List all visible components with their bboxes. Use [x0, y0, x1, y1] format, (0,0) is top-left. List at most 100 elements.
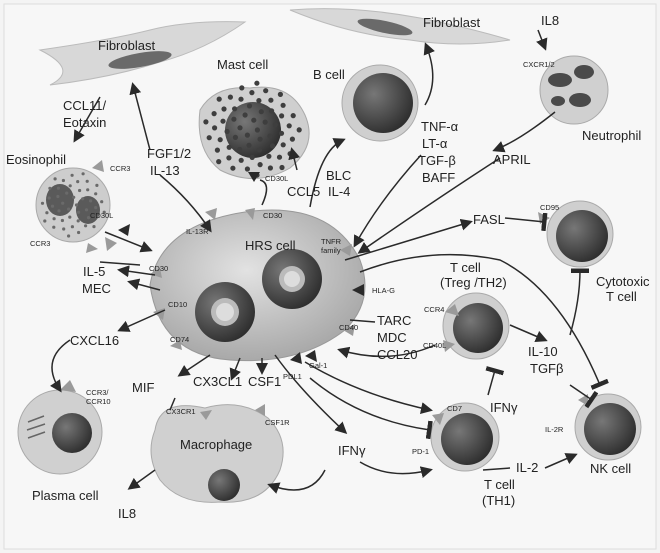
granule-dot — [268, 97, 274, 103]
il13r-label: IL-13R — [186, 227, 209, 236]
granule-dot — [95, 215, 99, 219]
granule-dot — [47, 196, 51, 200]
granule-dot — [280, 102, 286, 108]
hrs-cell-label: HRS cell — [245, 238, 296, 253]
granule-dot — [269, 108, 275, 114]
granule-dot — [276, 154, 283, 160]
cd30l-mast-label: CD30L — [265, 174, 288, 183]
granule-dot — [239, 85, 245, 91]
tnf-label: TNF-α — [421, 119, 459, 134]
t-cell-th1 — [430, 402, 500, 472]
fibroblast-right-cell — [289, 8, 511, 45]
granule-dot — [67, 207, 71, 211]
hrs-cell — [149, 209, 366, 362]
ccr4-label: CCR4 — [424, 305, 444, 314]
receptor-markers — [60, 160, 588, 425]
ccl11-label-1: CCL11/ — [63, 98, 107, 113]
granule-dot — [263, 88, 269, 94]
granule-dot — [296, 127, 302, 133]
fibroblast-right-label: Fibroblast — [423, 15, 480, 30]
granule-dot — [224, 128, 230, 135]
granule-dot — [217, 137, 223, 143]
granule-dot — [232, 106, 238, 112]
granule-dot — [246, 142, 252, 148]
mec-label: MEC — [82, 281, 111, 296]
granule-dot — [277, 91, 283, 97]
granule-dot — [48, 186, 52, 190]
granule-dot — [67, 234, 71, 238]
cd30-left-label: CD30 — [149, 264, 168, 273]
blc-label-2: IL-4 — [328, 184, 350, 199]
cxcl16-label: CXCL16 — [70, 333, 119, 348]
granule-dot — [57, 209, 61, 213]
macrophage-cell — [150, 404, 284, 503]
granule-dot — [278, 130, 285, 136]
nk-cell — [574, 393, 642, 461]
granule-dot — [77, 210, 81, 214]
granule-dot — [52, 225, 56, 229]
pdl1-label: PDL1 — [283, 372, 302, 381]
granule-dot — [74, 203, 79, 207]
plasma-cell — [17, 389, 103, 475]
cx3cl1-label: CX3CL1 — [193, 374, 242, 389]
granule-dot — [238, 96, 244, 102]
t-cell-treg-th2 — [442, 292, 510, 360]
b-cell — [341, 64, 419, 142]
neutrophil-cell — [539, 55, 609, 125]
pd1-label: PD-1 — [412, 447, 429, 456]
granule-dot — [81, 172, 85, 176]
cd30-label: CD30 — [263, 211, 282, 220]
granule-dot — [94, 192, 98, 196]
granule-dot — [206, 135, 212, 141]
baff-label: BAFF — [422, 170, 455, 185]
granule-dot — [280, 142, 286, 148]
granule-dot — [237, 125, 243, 131]
granule-dot — [220, 118, 226, 124]
ccr3-ccr10-label-1: CCR3/ — [86, 388, 109, 397]
granule-dot — [230, 165, 236, 171]
fibroblast-left-cell — [38, 21, 247, 86]
ccr3-ccr10-label-2: CCR10 — [86, 397, 111, 406]
ccl20-label: CCL20 — [377, 347, 417, 362]
granule-dot — [216, 96, 222, 102]
granule-dot — [232, 134, 238, 140]
granule-dot — [89, 199, 93, 203]
cd95-label: CD95 — [540, 203, 559, 212]
granule-dot — [45, 211, 49, 215]
granule-dot — [56, 194, 60, 199]
granule-dot — [211, 111, 217, 117]
nk-cell-label: NK cell — [590, 461, 631, 476]
mast-cell — [198, 86, 310, 179]
il8-top-label: IL8 — [541, 13, 559, 28]
granule-dot — [256, 147, 263, 153]
granule-dot — [86, 216, 91, 220]
granule-dot — [244, 166, 250, 172]
ccr3-bottom-label: CCR3 — [30, 239, 50, 248]
cd10-label: CD10 — [168, 300, 187, 309]
hla-g-label: HLA-G — [372, 286, 395, 295]
granule-dot — [43, 219, 47, 223]
granule-dot — [290, 113, 296, 119]
granule-dot — [216, 159, 222, 165]
fasl-label: FASL — [473, 212, 505, 227]
fgf-label-1: FGF1/2 — [147, 146, 191, 161]
granule-dot — [94, 206, 98, 210]
dark-receptor-markers — [118, 172, 364, 364]
tnfr-label-1: TNFR — [321, 237, 342, 246]
granule-dot — [53, 177, 57, 181]
cytotoxic-t-cell — [546, 200, 614, 268]
granule-dot — [269, 143, 276, 149]
cytotoxic-t-label-1: Cytotoxic — [596, 274, 650, 289]
t-th1-label-2: (TH1) — [482, 493, 515, 508]
granule-dot — [56, 186, 61, 190]
granule-dot — [68, 184, 72, 188]
granule-dot — [267, 133, 273, 139]
ccl5-label: CCL5 — [287, 184, 320, 199]
plasma-cell-label: Plasma cell — [32, 488, 99, 503]
cxcr12-receptor-label: CXCR1/2 — [523, 60, 555, 69]
cytotoxic-t-label-2: T cell — [606, 289, 637, 304]
granule-dot — [257, 162, 263, 168]
il2r-label: IL-2R — [545, 425, 564, 434]
granule-dot — [251, 117, 257, 123]
